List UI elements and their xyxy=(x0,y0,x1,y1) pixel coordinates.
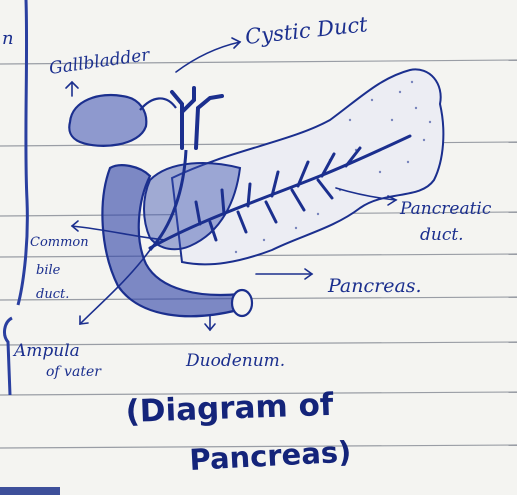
label-pancreatic-duct-1: Pancreatic xyxy=(399,199,492,219)
bottom-edge-mark xyxy=(0,487,60,495)
label-pancreas: Pancreas. xyxy=(327,275,422,297)
cystic-duct-line xyxy=(140,98,176,110)
label-ampulla-2: of vater xyxy=(46,364,102,380)
label-common-bile-2: bile xyxy=(36,263,61,278)
caption-line-1: (Diagram of xyxy=(125,387,334,430)
label-common-bile-3: duct. xyxy=(36,287,69,302)
margin-text: n xyxy=(2,28,14,49)
hepatic-ducts xyxy=(172,88,222,148)
duodenum-end xyxy=(232,290,252,316)
label-gallbladder: Gallbladder xyxy=(48,45,152,79)
label-common-bile-1: Common xyxy=(30,235,89,250)
margin-lines xyxy=(5,0,28,395)
label-pancreatic-duct-2: duct. xyxy=(420,225,464,245)
label-ampulla-1: Ampula xyxy=(12,341,80,361)
label-duodenum: Duodenum. xyxy=(185,351,285,371)
gallbladder-shape xyxy=(69,95,146,146)
caption-line-2: Pancreas) xyxy=(189,435,352,477)
label-cystic-duct: Cystic Duct xyxy=(244,12,369,49)
